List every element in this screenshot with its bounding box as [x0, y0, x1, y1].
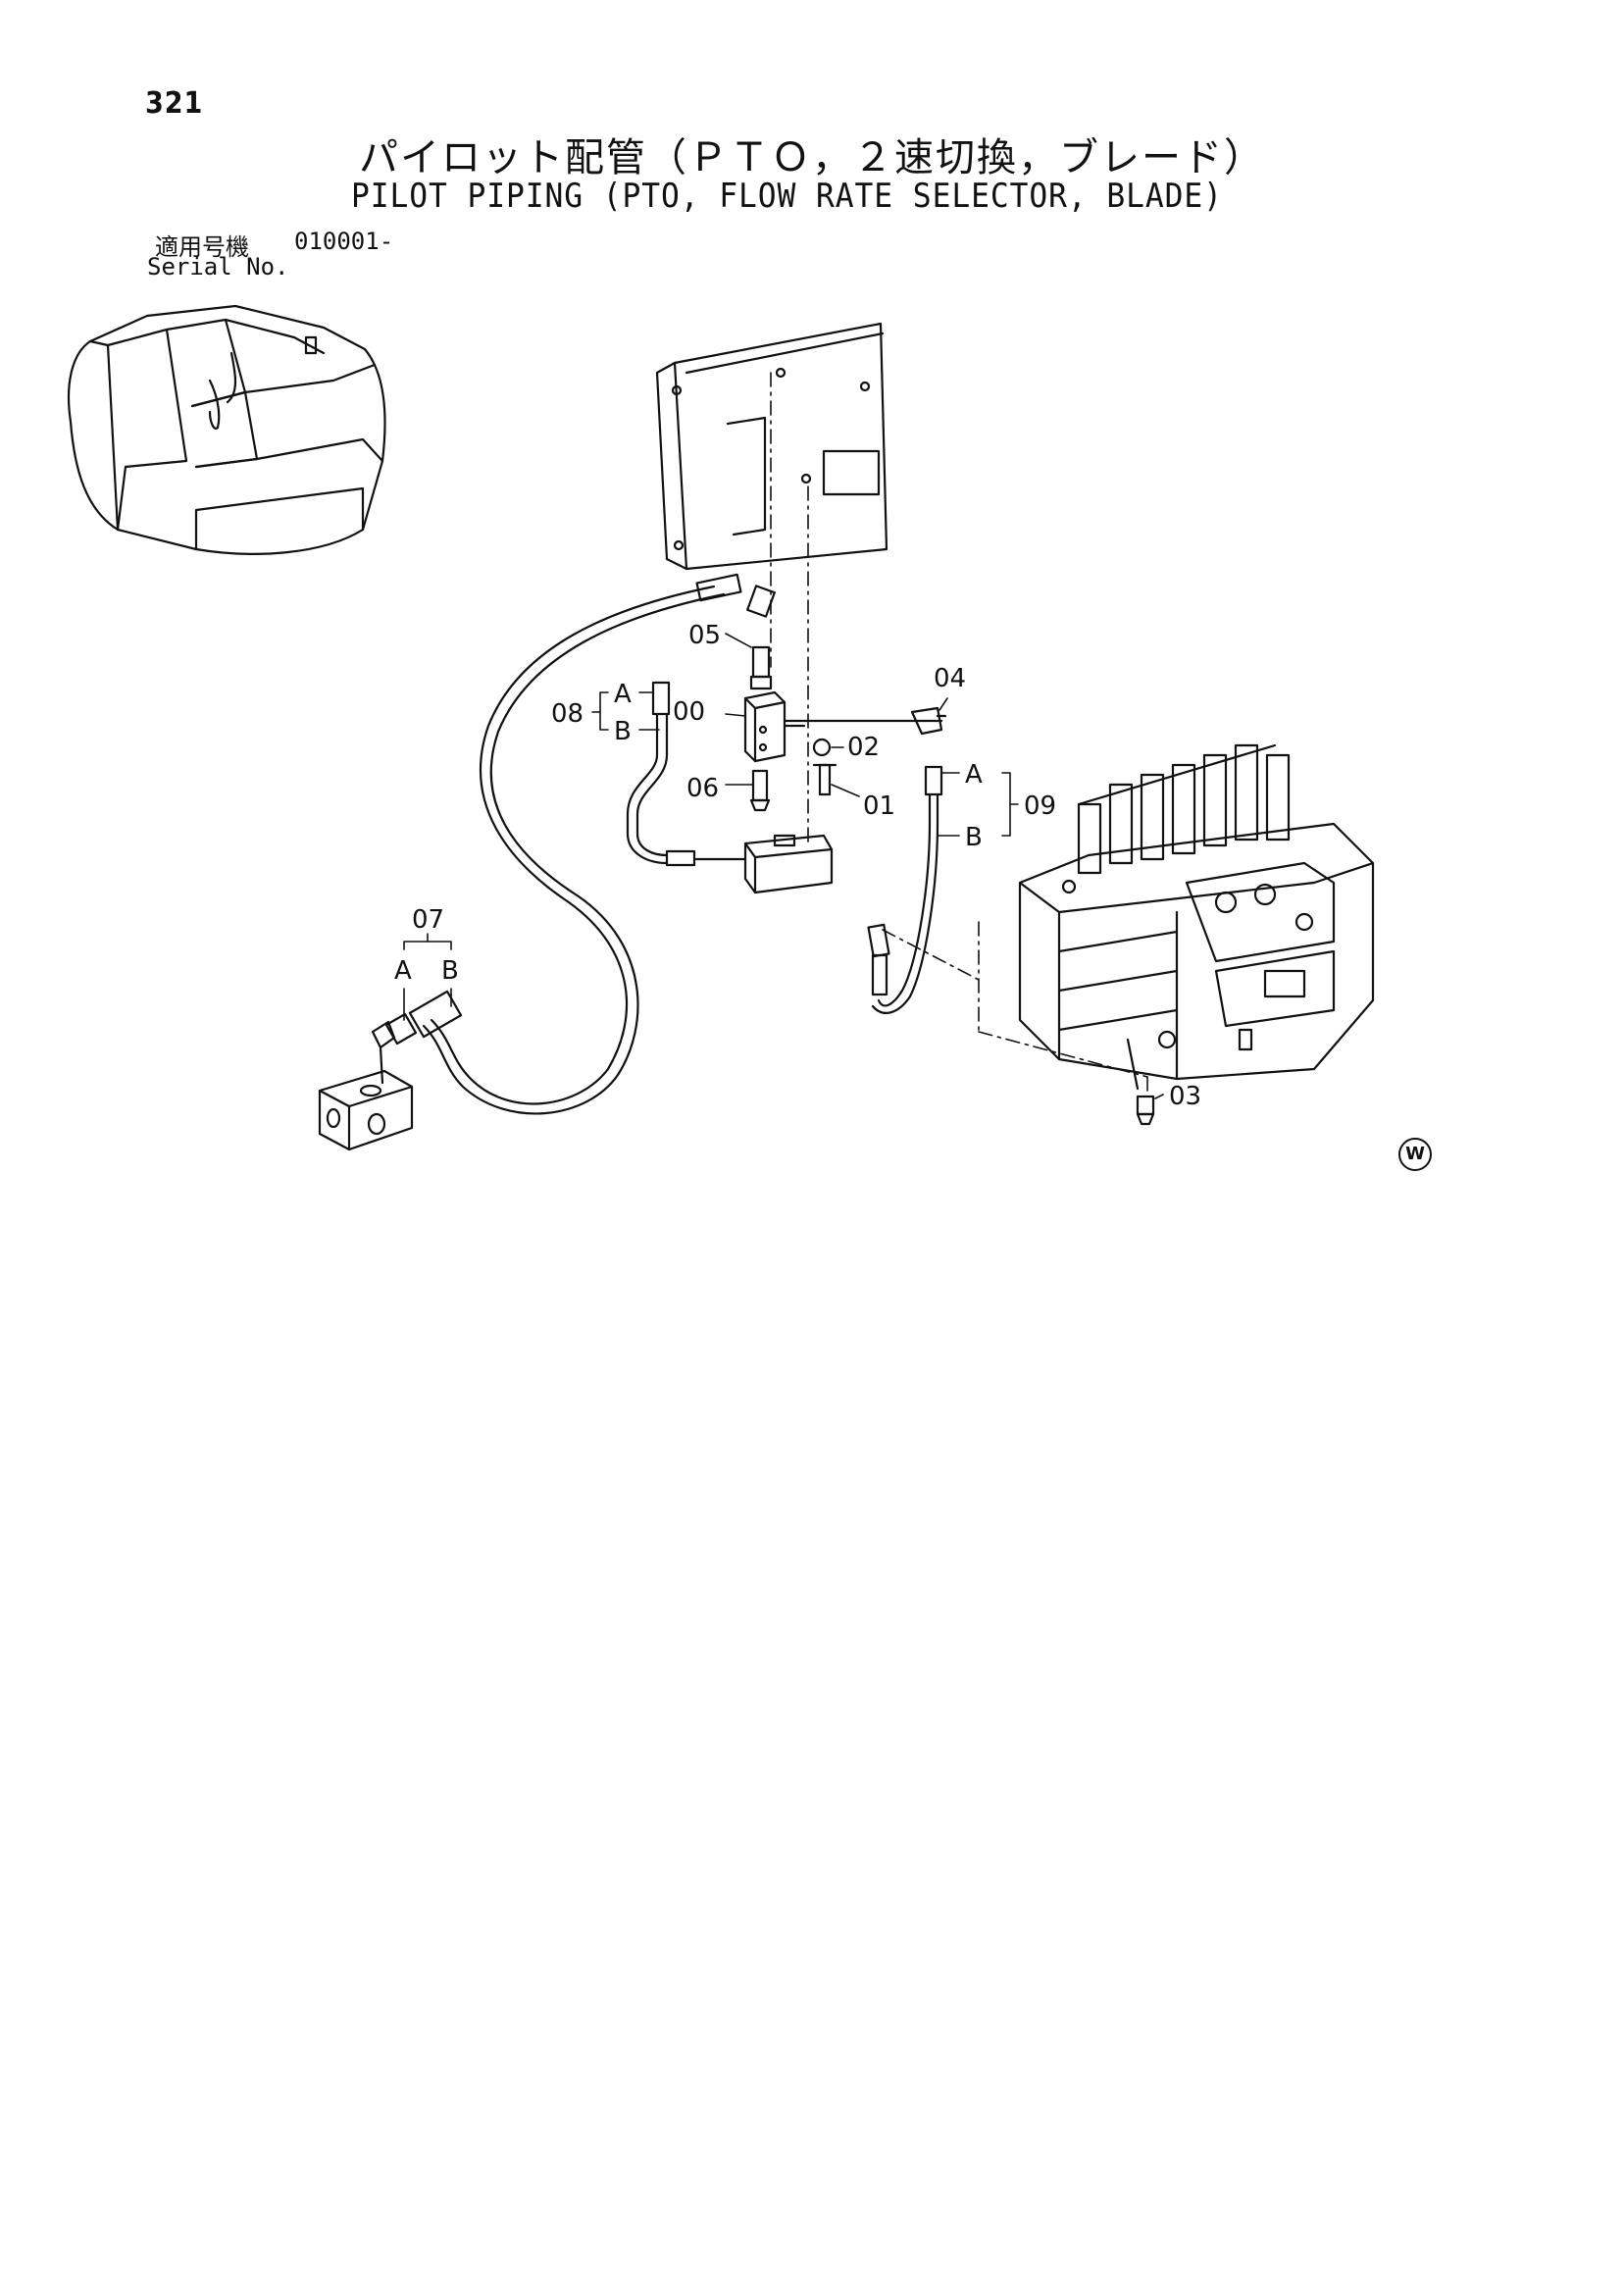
callout-09-a: A [965, 760, 983, 790]
serial-label-english: Serial No. [147, 253, 289, 281]
selector-valve-00 [743, 645, 943, 812]
callout-08: 08 [551, 699, 584, 729]
solenoid-valve [694, 834, 834, 894]
page-title-english: PILOT PIPING (PTO, FLOW RATE SELECTOR, B… [351, 177, 1223, 216]
callout-07-b: B [441, 956, 459, 986]
hose-08 [626, 681, 696, 867]
callout-06: 06 [686, 774, 719, 803]
callout-04: 04 [934, 664, 966, 693]
w-mark-icon: W [1398, 1138, 1432, 1171]
callout-05: 05 [688, 621, 721, 650]
mounting-panel [655, 322, 888, 571]
page-number: 321 [145, 86, 204, 121]
control-valve-assembly [1018, 743, 1375, 1126]
serial-value: 010001- [294, 228, 394, 255]
page-title-japanese: パイロット配管（ＰＴＯ，２速切換，ブレード） [359, 135, 1265, 180]
callout-leaders [403, 633, 1164, 1099]
port-block [318, 1069, 414, 1151]
callout-07-a: A [394, 956, 412, 986]
callout-labels: 00 01 02 03 04 05 06 07 A B 08 A B 09 A … [394, 621, 1201, 1111]
hose-09 [867, 706, 947, 1014]
excavator-location-sketch [67, 304, 386, 555]
callout-01: 01 [863, 791, 895, 821]
callout-02: 02 [847, 733, 880, 762]
callout-08-a: A [614, 680, 632, 709]
callout-00: 00 [673, 697, 705, 727]
hose-07 [371, 573, 776, 1115]
callout-07: 07 [412, 905, 444, 935]
serial-label-japanese: 適用号機 [155, 233, 249, 261]
callout-09: 09 [1024, 791, 1056, 821]
callout-08-b: B [614, 717, 632, 746]
callout-03: 03 [1169, 1082, 1201, 1111]
callout-09-b: B [965, 823, 983, 852]
